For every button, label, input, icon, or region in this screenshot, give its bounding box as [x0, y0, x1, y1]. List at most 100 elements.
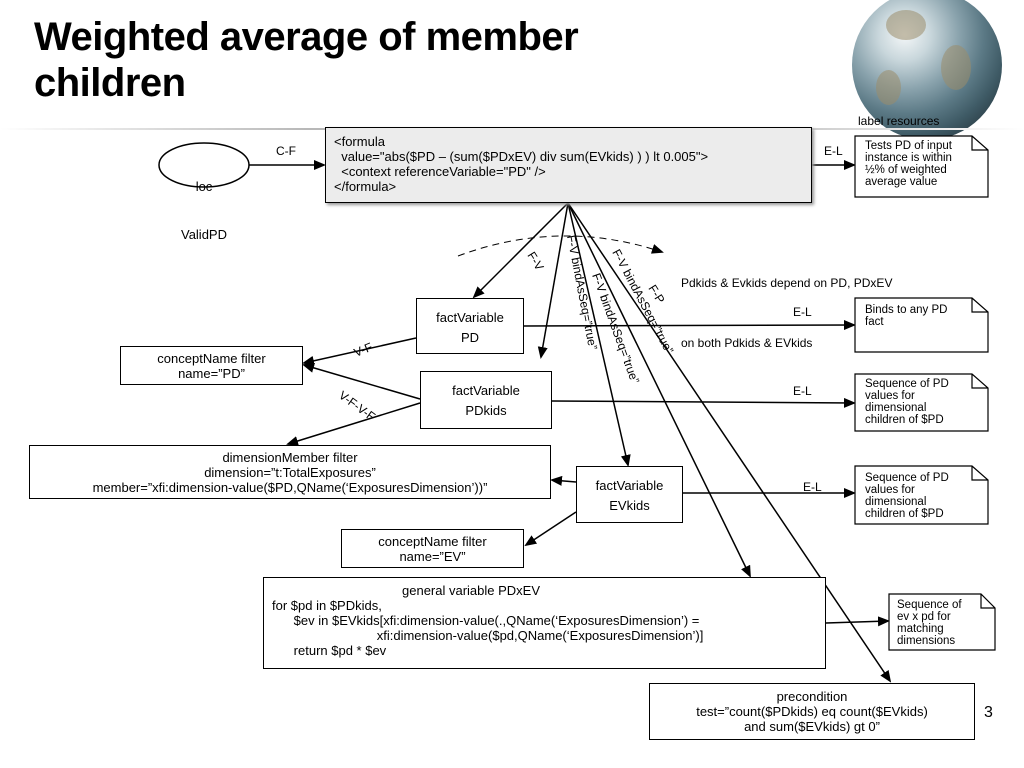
fv-evkids-line-2: EVkids	[609, 498, 650, 513]
dimension-member-filter[interactable]: dimensionMember filter dimension=”t:Tota…	[29, 445, 551, 499]
edge-label-cf: C-F	[276, 144, 296, 158]
loc-node-label[interactable]: loc ValidPD	[159, 148, 249, 274]
fv-pdkids-line-1: factVariable	[452, 383, 520, 398]
doc-evxpd-line-4: dimensions	[897, 635, 956, 647]
doc-evxpd-line-2: ev x pd for	[897, 611, 951, 623]
edge-el-pdkids	[551, 397, 856, 408]
doc-seq-pd: Sequence of PD values for dimensional ch…	[865, 378, 949, 426]
edge-el-pdxev	[825, 616, 890, 627]
globe-land-1	[886, 10, 926, 40]
gv-line-2: for $pd in $PDkids,	[272, 598, 382, 613]
fv-pd-line-2: PD	[460, 330, 480, 345]
edge-el-pd	[523, 320, 856, 331]
fact-variable-pd[interactable]: factVariable PD	[416, 298, 524, 354]
concept-name-filter-pd[interactable]: conceptName filter name=”PD”	[120, 346, 303, 385]
globe-sphere	[852, 0, 1002, 140]
edge-label-el-top: E-L	[824, 144, 843, 158]
gv-line-4: xfi:dimension-value($pd,QName(‘Exposures…	[272, 628, 704, 643]
edge-fv-evkids	[567, 202, 631, 467]
globe-land-3	[876, 70, 901, 105]
concept-ev-line-2: name=”EV”	[399, 549, 466, 564]
loc-node-line-2: ValidPD	[180, 227, 227, 242]
edge-fv-pd	[472, 202, 569, 299]
doc-seq-ev-line-3: dimensional	[865, 496, 927, 508]
gv-line-1: general variable PDxEV	[402, 583, 541, 598]
doc-seq-pd-line-4: children of $PD	[865, 414, 944, 426]
doc-evxpd-line-3: matching	[897, 623, 944, 635]
doc-tests-line-2: instance is within	[865, 152, 952, 164]
edge-fv-pdxev	[567, 202, 751, 578]
edge-label-el-pdkids: E-L	[793, 384, 812, 398]
note-line-2: on both Pdkids & EVkids	[681, 336, 813, 350]
doc-evxpd-line-1: Sequence of	[897, 599, 962, 611]
doc-binds: Binds to any PD fact	[865, 304, 947, 328]
dim-line-2: dimension=”t:TotalExposures”	[204, 465, 376, 480]
edge-label-vf: V-F	[352, 340, 375, 360]
doc-seq-pd-shape	[854, 373, 989, 432]
loc-node-line-1: loc	[195, 179, 213, 194]
concept-ev-line-1: conceptName filter	[378, 534, 487, 549]
gv-line-3: $ev in $EVkids[xfi:dimension-value(.,QNa…	[272, 613, 700, 628]
doc-seq-ev: Sequence of PD values for dimensional ch…	[865, 472, 949, 520]
edge-evkids-dim	[550, 475, 577, 486]
label-resources-header: label resources	[858, 114, 940, 128]
slide-title: Weighted average of member children	[34, 14, 734, 106]
doc-seq-ev-line-4: children of $PD	[865, 508, 944, 520]
page-number: 3	[984, 704, 993, 721]
edge-label-el-pd: E-L	[793, 305, 812, 319]
edge-vf-pd-concept	[302, 337, 417, 366]
pre-line-1: precondition	[776, 689, 848, 704]
doc-seq-pd-line-2: values for	[865, 390, 915, 402]
general-variable-pdxev[interactable]: general variable PDxEV for $pd in $PDkid…	[263, 577, 826, 669]
title-line-2: children	[34, 61, 186, 105]
doc-binds-shape	[854, 297, 989, 353]
doc-binds-line-2: fact	[865, 316, 884, 328]
edge-vf-pdkids-concept	[302, 363, 421, 400]
formula-box[interactable]: <formula value="abs($PD – (sum($PDxEV) d…	[325, 127, 812, 203]
concept-name-filter-ev[interactable]: conceptName filter name=”EV”	[341, 529, 524, 568]
precondition-box[interactable]: precondition test=”count($PDkids) eq cou…	[649, 683, 975, 740]
doc-seq-pd-line-3: dimensional	[865, 402, 927, 414]
gv-line-5: return $pd * $ev	[272, 643, 387, 658]
formula-line-4: </formula>	[334, 179, 397, 194]
doc-seq-evxpd-shape	[888, 593, 996, 651]
doc-seq-evxpd: Sequence of ev x pd for matching dimensi…	[897, 599, 962, 647]
edge-label-vfvf: V-F-V-F	[336, 388, 378, 424]
doc-binds-line-1: Binds to any PD	[865, 304, 948, 316]
title-line-1: Weighted average of member	[34, 15, 579, 59]
concept-pd-line-2: name=”PD”	[178, 366, 245, 381]
formula-line-1: <formula	[334, 134, 385, 149]
dependency-note: Pdkids & Evkids depend on PD, PDxEV on b…	[681, 233, 892, 393]
pre-line-2: test=”count($PDkids) eq count($EVkids)	[696, 704, 928, 719]
fv-evkids-line-1: factVariable	[595, 478, 664, 493]
pre-line-3: and sum($EVkids) gt 0”	[744, 719, 880, 734]
formula-line-3: <context referenceVariable="PD" />	[334, 164, 546, 179]
edge-label-fv1: F-V	[524, 249, 546, 273]
doc-tests-shape	[854, 135, 989, 198]
globe-image	[846, 0, 1024, 150]
dim-line-3: member=”xfi:dimension-value($PD,QName(‘E…	[92, 480, 488, 495]
edge-label-el-evkids: E-L	[803, 480, 822, 494]
concept-pd-line-1: conceptName filter	[157, 351, 266, 366]
doc-seq-ev-line-2: values for	[865, 484, 915, 496]
edge-fp-precondition	[567, 202, 892, 683]
dim-line-1: dimensionMember filter	[222, 450, 358, 465]
fv-pd-line-1: factVariable	[436, 310, 504, 325]
doc-tests: Tests PD of input instance is within ½% …	[865, 140, 952, 188]
edge-vfvf-pdkids-dim	[286, 402, 421, 446]
edge-label-fv-bind1: F-V bindAsSeq=”true”	[564, 234, 600, 351]
doc-tests-line-4: average value	[865, 176, 938, 188]
doc-seq-ev-line-1: Sequence of PD	[865, 472, 949, 484]
edge-fv-pdkids	[537, 202, 569, 359]
formula-line-2: value="abs($PD – (sum($PDxEV) div sum(EV…	[334, 149, 709, 164]
doc-tests-line-1: Tests PD of input	[865, 140, 952, 152]
dependency-arc	[457, 235, 664, 257]
fact-variable-evkids[interactable]: factVariable EVkids	[576, 466, 683, 523]
fact-variable-pdkids[interactable]: factVariable PDkids	[420, 371, 552, 429]
note-line-1: Pdkids & Evkids depend on PD, PDxEV	[681, 276, 893, 290]
globe-land-2	[941, 45, 971, 90]
fv-pdkids-line-2: PDkids	[465, 403, 507, 418]
doc-seq-ev-shape	[854, 465, 989, 525]
